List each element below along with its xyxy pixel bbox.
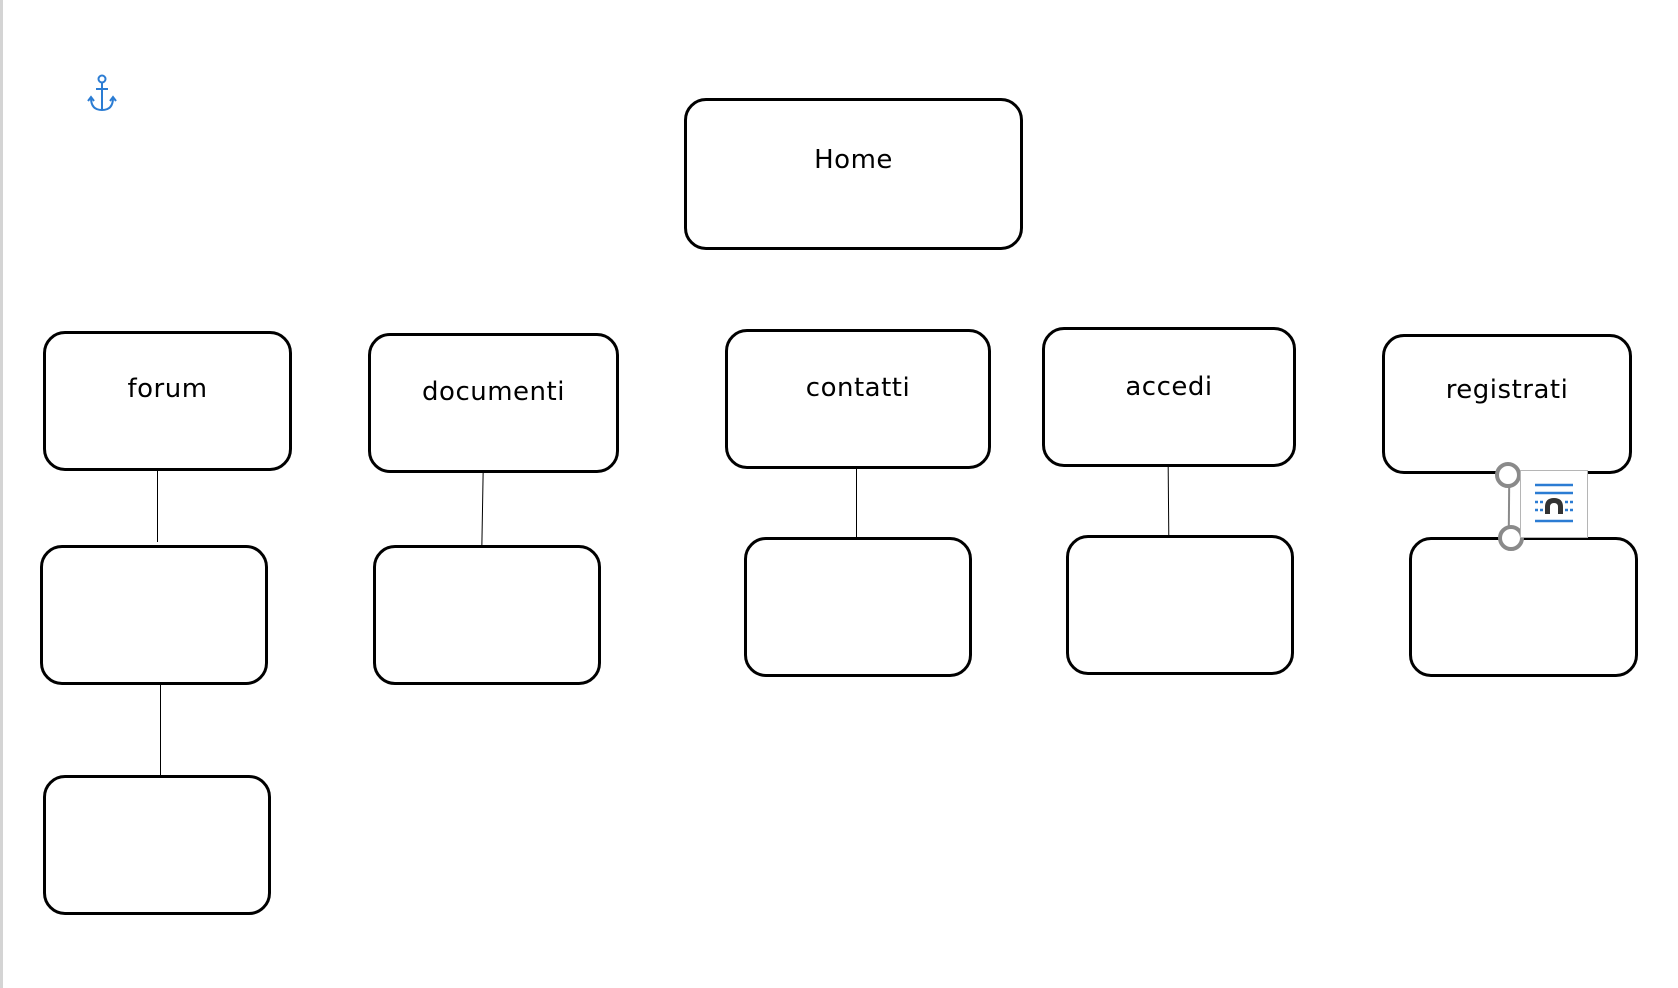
wrap-text-layout-options-icon (1535, 483, 1573, 523)
connector-start-handle[interactable] (1495, 462, 1521, 488)
section-label-forum: forum (127, 374, 208, 404)
sub-box-registrati[interactable] (1409, 537, 1638, 677)
connector-forum-sub (160, 678, 161, 776)
home-box[interactable]: Home (684, 98, 1023, 250)
sub-box-accedi[interactable] (1066, 535, 1294, 675)
section-box-documenti[interactable]: documenti (368, 333, 619, 473)
sub-box-forum-2[interactable] (43, 775, 271, 915)
section-box-contatti[interactable]: contatti (725, 329, 991, 469)
sub-box-documenti[interactable] (373, 545, 601, 685)
anchor-icon[interactable] (86, 74, 118, 114)
section-label-documenti: documenti (422, 377, 565, 407)
section-label-registrati: registrati (1445, 375, 1569, 405)
connector-end-handle[interactable] (1498, 525, 1524, 551)
connector-forum (157, 468, 158, 542)
connector-accedi (1167, 463, 1170, 543)
page-left-edge (0, 0, 3, 988)
layout-options-button[interactable] (1520, 470, 1588, 538)
section-label-contatti: contatti (805, 373, 911, 403)
sub-box-forum-1[interactable] (40, 545, 268, 685)
sub-box-contatti[interactable] (744, 537, 972, 677)
section-box-registrati[interactable]: registrati (1382, 334, 1632, 474)
home-label: Home (814, 145, 893, 175)
connector-documenti (481, 471, 484, 547)
section-box-forum[interactable]: forum (43, 331, 292, 471)
section-box-accedi[interactable]: accedi (1042, 327, 1296, 467)
connector-contatti (856, 468, 857, 538)
section-label-accedi: accedi (1125, 372, 1213, 402)
